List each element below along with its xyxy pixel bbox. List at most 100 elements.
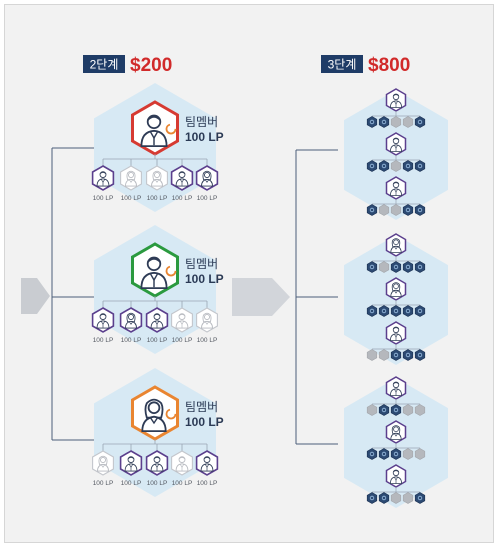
member-lp: 100 LP — [121, 337, 142, 344]
cluster-female-member-icon — [390, 425, 402, 440]
cluster-row-2 — [366, 420, 426, 460]
member-female-member-icon — [125, 170, 137, 187]
member-dot-active — [414, 116, 426, 128]
team-member-4: 100 LP — [170, 159, 194, 202]
leader-lp: 100 LP — [185, 415, 224, 429]
team-member-4: 100 LP — [171, 444, 193, 487]
member-dot-glyph — [405, 308, 411, 314]
member-dot-active — [378, 492, 390, 504]
leader-label: 팀멤버 — [185, 400, 218, 414]
member-dot-glyph — [369, 495, 375, 501]
member-dot-active — [366, 116, 378, 128]
member-dot-active — [366, 492, 378, 504]
member-dot-inactive — [390, 204, 402, 216]
cluster-row-2 — [366, 132, 426, 172]
team-tree-lines — [103, 296, 207, 302]
member-lp: 100 LP — [147, 337, 168, 344]
member-dot-glyph — [381, 407, 387, 413]
team-member-1: 100 LP — [91, 301, 115, 344]
member-dot-glyph — [417, 119, 423, 125]
cluster-tree-lines — [372, 155, 420, 161]
member-dot-active — [378, 404, 390, 416]
member-dot-active — [402, 261, 414, 273]
member-dot-inactive — [378, 204, 390, 216]
team-member-3: 100 LP — [145, 444, 169, 487]
member-dot-glyph — [393, 308, 399, 314]
member-dot-glyph — [417, 264, 423, 270]
member-dot-active — [402, 204, 414, 216]
member-dot-active — [378, 160, 390, 172]
member-dot-active — [402, 349, 414, 361]
team-tree-lines — [103, 439, 207, 445]
member-dot-inactive — [366, 404, 378, 416]
cluster-row-3 — [366, 176, 426, 216]
cluster-row-1 — [366, 233, 426, 273]
cluster-tree-lines — [372, 111, 420, 117]
member-female-member-icon — [151, 170, 163, 187]
member-dot-inactive — [402, 116, 414, 128]
leader-lp: 100 LP — [185, 130, 224, 144]
team-tree-lines — [103, 154, 207, 160]
member-dot-active — [378, 116, 390, 128]
stage2-price: $200 — [130, 55, 172, 76]
member-lp: 100 LP — [147, 195, 168, 202]
member-dot-active — [366, 448, 378, 460]
stage2-badge — [83, 55, 125, 73]
team-member-2: 100 LP — [119, 444, 143, 487]
member-dot-active — [414, 204, 426, 216]
member-female-member-icon — [125, 312, 137, 329]
member-dot-glyph — [417, 352, 423, 358]
member-lp: 100 LP — [93, 195, 114, 202]
member-dot-glyph — [369, 308, 375, 314]
team-member-5: 100 LP — [195, 159, 219, 202]
leader-lp: 100 LP — [185, 272, 224, 286]
member-dot-glyph — [369, 207, 375, 213]
member-dot-glyph — [393, 451, 399, 457]
stage3-cluster-1 — [344, 88, 448, 220]
member-lp: 100 LP — [121, 195, 142, 202]
member-dot-active — [402, 305, 414, 317]
member-dot-active — [366, 204, 378, 216]
member-dot-active — [414, 305, 426, 317]
team-member-5: 100 LP — [196, 301, 218, 344]
member-dot-glyph — [417, 207, 423, 213]
stage3-badge-text: 3단계 — [328, 58, 357, 72]
member-female-member-icon — [201, 312, 213, 329]
member-dot-active — [402, 160, 414, 172]
member-dot-glyph — [369, 163, 375, 169]
member-dot-glyph — [369, 264, 375, 270]
stage2-connectors — [51, 147, 97, 441]
member-dot-inactive — [366, 349, 378, 361]
member-dot-active — [378, 448, 390, 460]
team-member-3: 100 LP — [145, 301, 169, 344]
member-dot-glyph — [405, 163, 411, 169]
stage2-badge-text: 2단계 — [90, 58, 119, 72]
member-dot-active — [366, 305, 378, 317]
team-member-1: 100 LP — [92, 444, 114, 487]
cluster-row-1 — [366, 88, 426, 128]
team-member-4: 100 LP — [171, 301, 193, 344]
member-dot-glyph — [405, 352, 411, 358]
cluster-tree-lines — [372, 487, 420, 493]
member-dot-active — [390, 404, 402, 416]
cluster-row-1 — [366, 376, 426, 416]
member-dot-glyph — [369, 451, 375, 457]
cluster-row-2 — [366, 277, 426, 317]
member-lp: 100 LP — [172, 480, 193, 487]
member-dot-active — [390, 261, 402, 273]
member-dot-active — [366, 160, 378, 172]
member-dot-glyph — [381, 308, 387, 314]
cluster-tree-lines — [372, 344, 420, 350]
stage3-cluster-3 — [344, 376, 448, 508]
member-female-member-icon — [97, 455, 109, 472]
member-dot-active — [378, 305, 390, 317]
member-dot-glyph — [405, 264, 411, 270]
member-dot-glyph — [381, 451, 387, 457]
leader-female-member-icon — [141, 398, 167, 432]
member-dot-glyph — [369, 119, 375, 125]
cluster-row-3 — [366, 464, 426, 504]
team-member-3: 100 LP — [146, 159, 168, 202]
team-member-5: 100 LP — [195, 444, 219, 487]
leader-label: 팀멤버 — [185, 115, 218, 129]
